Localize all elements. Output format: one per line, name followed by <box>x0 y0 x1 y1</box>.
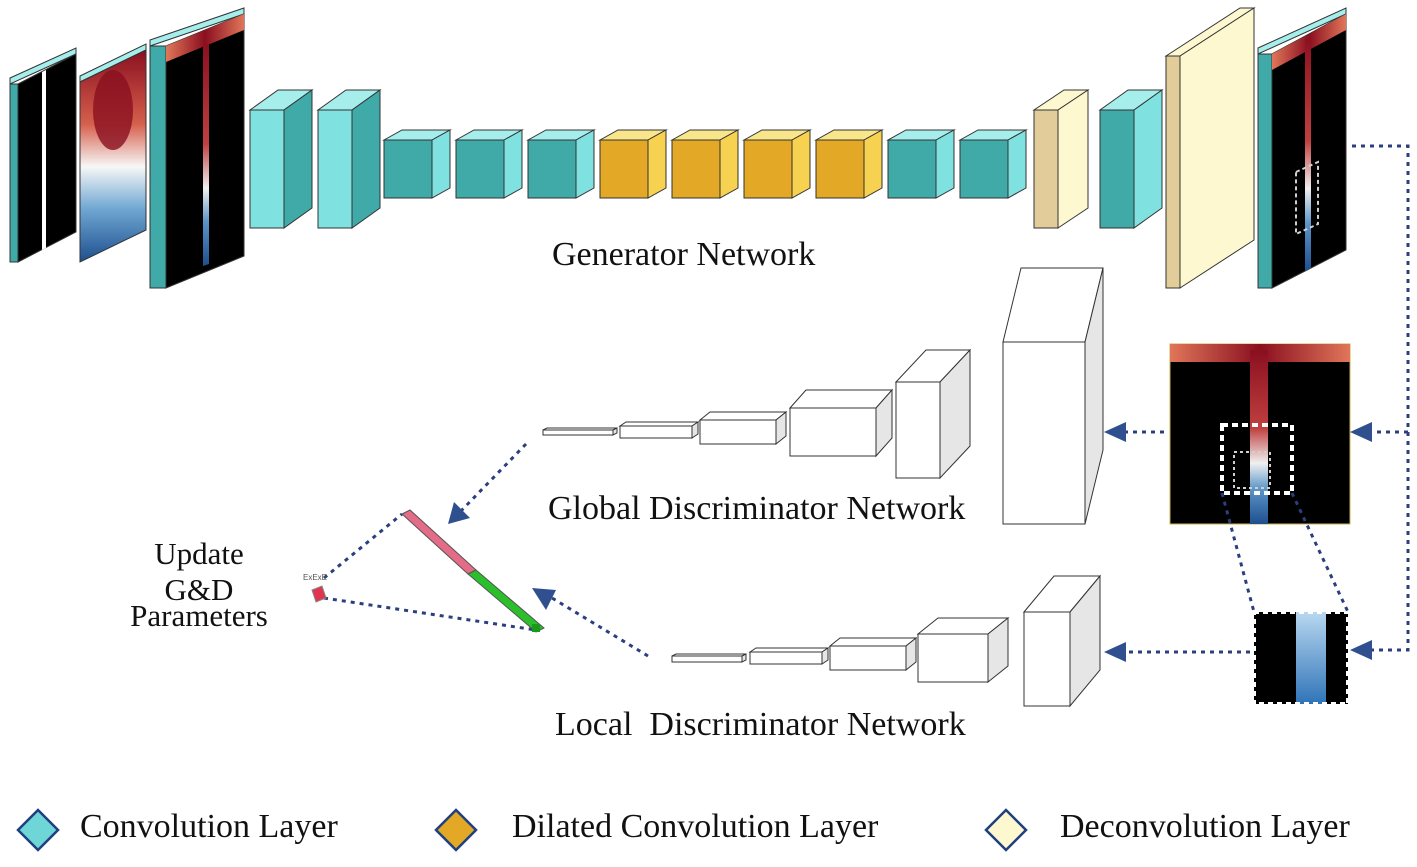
global-disc-layer <box>542 427 618 436</box>
conv-block <box>526 129 596 199</box>
global-discriminator-label: Global Discriminator Network <box>548 490 966 527</box>
dilated-conv-block <box>670 129 740 199</box>
update-bar <box>401 509 545 633</box>
update-cube: ExExE <box>303 573 327 603</box>
input-slab-1 <box>9 47 77 263</box>
arrowhead-local-crop <box>1350 640 1372 660</box>
update-line-1: Update <box>154 536 244 571</box>
global-disc-layer <box>1002 267 1104 525</box>
arrowhead-local-out <box>532 588 556 610</box>
conv-block <box>316 89 382 229</box>
update-line-3: Parameters <box>130 598 268 633</box>
crop-connectors <box>1220 492 1350 613</box>
arrowheads <box>448 422 1372 662</box>
tiny-label: ExExE <box>303 573 327 582</box>
global-disc-layer <box>788 388 894 458</box>
global-disc-layer <box>698 410 788 446</box>
arrowhead-global-out <box>448 502 470 524</box>
local-disc-layer <box>748 647 830 665</box>
arrowhead-global <box>1104 422 1126 442</box>
conv-block <box>958 129 1028 199</box>
global-disc-layer <box>618 421 700 439</box>
local-disc-layer <box>1022 574 1102 708</box>
input-heatmap-slab <box>79 43 147 263</box>
local-disc-layer <box>828 636 918 672</box>
dilated-conv-block <box>742 129 812 199</box>
diamond-icon <box>434 808 478 852</box>
diamond-icon <box>984 808 1028 852</box>
legend: Convolution Layer Dilated Convolution La… <box>0 800 1417 860</box>
input-masked-slab <box>149 7 245 289</box>
deconv-block <box>1164 7 1256 289</box>
conv-block <box>248 89 314 229</box>
conv-block <box>454 129 524 199</box>
legend-label: Convolution Layer <box>80 808 338 845</box>
arrowhead-local <box>1104 642 1126 662</box>
global-image <box>1169 343 1351 525</box>
output-slab <box>1257 7 1347 289</box>
conv-block <box>1098 89 1164 229</box>
dilated-conv-block <box>814 129 884 199</box>
legend-label: Deconvolution Layer <box>1060 808 1350 845</box>
dotted-connectors <box>323 144 1410 658</box>
conv-block <box>382 129 452 199</box>
local-disc-layer <box>916 616 1010 684</box>
generator-label: Generator Network <box>552 236 816 273</box>
update-label: Update G&D Parameters <box>104 536 294 634</box>
local-discriminator-label: Local Discriminator Network <box>555 706 966 743</box>
local-image <box>1252 610 1350 706</box>
dilated-conv-block <box>598 129 668 199</box>
conv-block <box>886 129 956 199</box>
global-disc-layer <box>894 348 972 480</box>
update-line-2: G&D <box>164 572 234 607</box>
arrowhead-output <box>1350 422 1372 442</box>
local-disc-layer <box>671 653 747 663</box>
diamond-icon <box>16 808 60 852</box>
deconv-block <box>1032 89 1090 229</box>
legend-label: Dilated Convolution Layer <box>512 808 879 845</box>
